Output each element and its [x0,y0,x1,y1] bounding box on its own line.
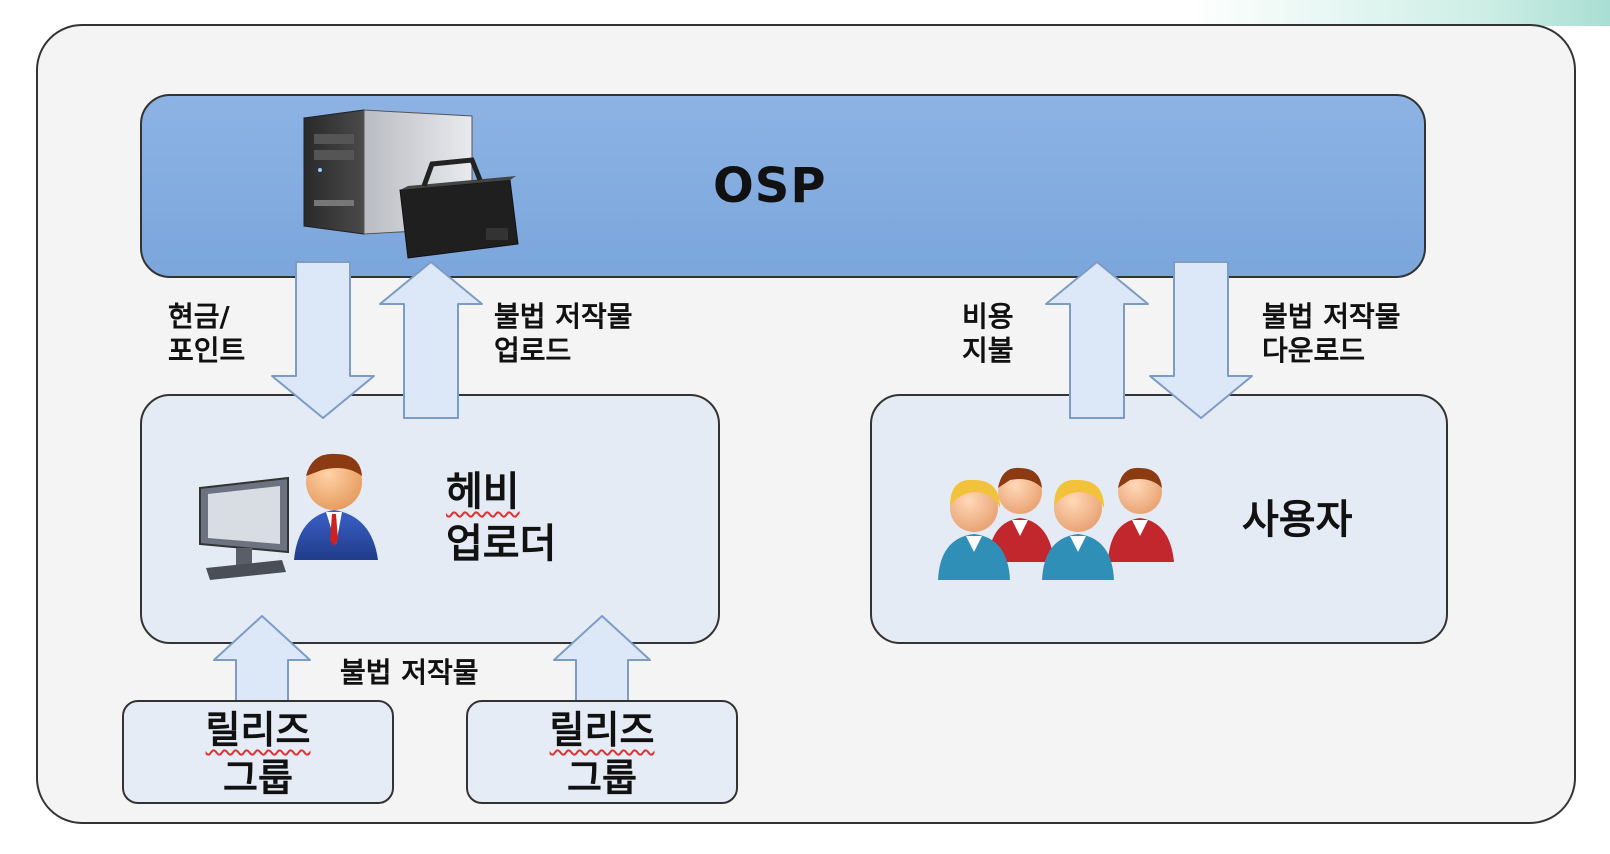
users-label: 사용자 [1242,497,1353,543]
arrow-release-2 [553,615,651,713]
edge-label-pay-fee: 비용 지불 [962,300,1014,367]
heavy-uploader-line2: 업로더 [446,521,557,567]
corner-decoration [1190,0,1610,26]
arrow-illegal-upload [379,261,483,419]
edge-label-illegal-works: 불법 저작물 [340,656,479,689]
arrow-cash-points [271,261,375,419]
arrow-illegal-download [1149,261,1253,419]
arrow-pay-fee [1045,261,1149,419]
server-icon [303,109,519,259]
user-group-icon [938,467,1174,580]
heavy-uploader-line1: 헤비 [446,469,520,515]
release-group-node-1: 릴리즈 그룹 [122,700,394,804]
edge-label-illegal-upload: 불법 저작물 업로드 [494,300,633,367]
release-group-node-2: 릴리즈 그룹 [466,700,738,804]
release-group-1-line1: 릴리즈 [205,708,311,752]
release-group-1-line2: 그룹 [223,756,293,800]
heavy-uploader-label: 헤비 업로더 [446,466,556,570]
osp-label: OSP [713,158,827,214]
edge-label-cash-points: 현금/ 포인트 [168,300,246,367]
release-group-2-line2: 그룹 [567,756,637,800]
arrow-release-1 [213,615,311,713]
computer-user-icon [199,453,378,580]
edge-label-illegal-download: 불법 저작물 다운로드 [1262,300,1401,367]
release-group-2-line1: 릴리즈 [549,708,655,752]
